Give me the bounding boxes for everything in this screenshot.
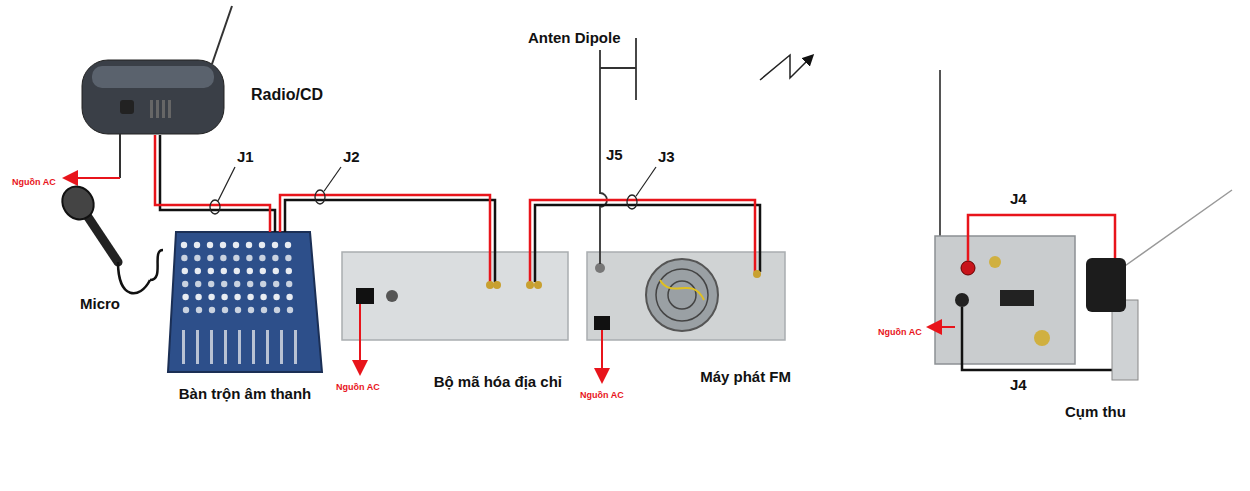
audio-cable (150, 250, 163, 280)
leader-line (324, 167, 341, 191)
device-label: Bàn trộn âm thanh (179, 385, 312, 403)
cable-number-box: J4 (1010, 190, 1027, 208)
audio-cable (280, 167, 495, 250)
cable-number-box: J4 (1010, 376, 1027, 394)
cable-number: J4 (1010, 376, 1027, 393)
power-label-box: Nguồn AC (878, 321, 922, 339)
cable-ring (315, 190, 325, 204)
device-label: Bộ mã hóa địa chỉ (434, 373, 562, 391)
cable-number-box: J3 (658, 148, 675, 166)
antenna-label-box: Anten Dipole (528, 29, 621, 47)
power-label: Nguồn AC (878, 327, 922, 337)
cable-number: J1 (237, 148, 254, 165)
cable-number: J5 (606, 146, 623, 163)
device-label: Cụm thu (1065, 403, 1126, 421)
microphone: Micro (60, 185, 150, 315)
device-label: Micro (80, 295, 120, 313)
cable-red (155, 135, 270, 232)
device-label: Máy phát FM (700, 368, 791, 386)
cable-number: J2 (343, 148, 360, 165)
antenna-label: Anten Dipole (528, 29, 621, 46)
cable-number-box: J2 (343, 148, 360, 166)
fm-transmitter: Máy phát FM (585, 250, 795, 390)
audio-cable (530, 167, 760, 250)
address-encoder: Bộ mã hóa địa chỉ (340, 250, 570, 395)
power-label: Nguồn AC (336, 382, 380, 392)
cable-black (285, 200, 495, 250)
power-label: Nguồn AC (580, 390, 624, 400)
cable-number: J4 (1010, 190, 1027, 207)
device-label: Radio/CD (251, 85, 323, 104)
power-label-box: Nguồn AC (580, 384, 624, 402)
mic-cable (150, 250, 163, 280)
cable-number: J3 (658, 148, 675, 165)
receiver-unit: Cụm thu (1060, 180, 1245, 425)
power-label-box: Nguồn AC (12, 171, 56, 189)
cable-number-box: J1 (237, 148, 254, 166)
radio-cd: Radio/CD (80, 55, 325, 135)
cable-red (280, 195, 490, 250)
audio-mixer: Bàn trộn âm thanh (163, 225, 327, 405)
power-label-box: Nguồn AC (336, 376, 380, 394)
audio-cable (155, 135, 275, 232)
cable-black (535, 205, 760, 250)
cable-ring (210, 200, 220, 214)
cable-black (160, 135, 275, 232)
leader-line (218, 167, 235, 201)
cable-ring (627, 195, 637, 209)
cable-red (530, 200, 755, 250)
power-label: Nguồn AC (12, 177, 56, 187)
leader-line (636, 167, 656, 196)
cable-number-box: J5 (606, 146, 623, 164)
